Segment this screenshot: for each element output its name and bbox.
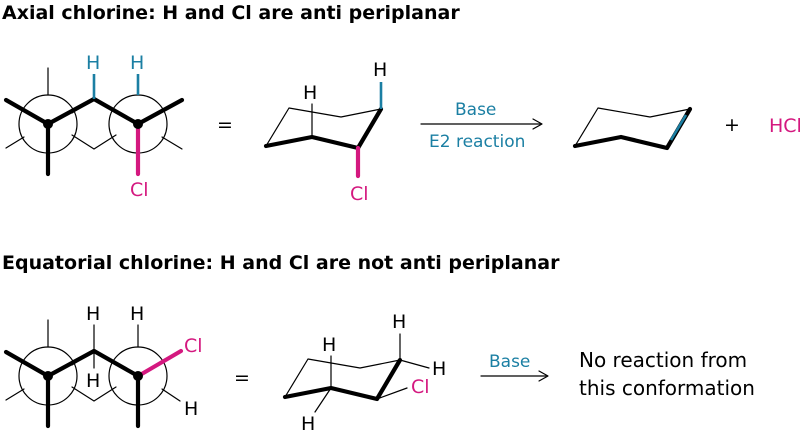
equatorial-newman-h2-label: H xyxy=(130,303,144,325)
axial-chair-cl-label: Cl xyxy=(350,183,369,205)
equatorial-chair-h-right-label: H xyxy=(432,358,446,380)
e2-arrow-bottom-label: E2 reaction xyxy=(429,132,525,152)
equatorial-newman-h4-label: H xyxy=(184,398,198,420)
e2-arrow-top-label: Base xyxy=(455,100,496,120)
base-arrow-label: Base xyxy=(489,352,530,372)
plus-sign: + xyxy=(724,114,740,136)
equatorial-chair-h-top-label: H xyxy=(392,311,406,333)
axial-chair-cyclohexane xyxy=(263,82,384,179)
equatorial-equals-sign: = xyxy=(234,367,250,389)
equatorial-newman-h3-label: H xyxy=(86,370,100,392)
axial-equals-sign: = xyxy=(217,114,233,136)
equatorial-title: Equatorial chlorine: H and Cl are not an… xyxy=(2,252,560,274)
axial-newman-h1-label: H xyxy=(86,52,100,74)
equatorial-chair-h-inner-label: H xyxy=(322,334,336,356)
axial-title: Axial chlorine: H and Cl are anti peripl… xyxy=(2,2,460,24)
no-reaction-line1: No reaction from xyxy=(579,348,747,372)
equatorial-chair-cl-label: Cl xyxy=(411,376,430,398)
base-reaction-arrow xyxy=(480,370,549,382)
cyclohexene-product xyxy=(572,106,693,151)
equatorial-newman-cl-label: Cl xyxy=(184,335,203,357)
axial-newman-projection xyxy=(3,67,185,177)
axial-newman-h2-label: H xyxy=(130,52,144,74)
hcl-byproduct-label: HCl xyxy=(769,115,802,137)
equatorial-chair-cyclohexane xyxy=(282,333,430,413)
axial-chair-h-axial-label: H xyxy=(373,59,387,81)
equatorial-chair-h-bottom-label: H xyxy=(301,413,315,435)
equatorial-newman-projection xyxy=(3,319,184,429)
axial-chair-h-inner-label: H xyxy=(303,82,317,104)
axial-newman-cl-label: Cl xyxy=(130,179,149,201)
equatorial-newman-h1-label: H xyxy=(86,303,100,325)
e2-reaction-arrow xyxy=(420,118,543,130)
no-reaction-line2: this conformation xyxy=(579,376,755,400)
